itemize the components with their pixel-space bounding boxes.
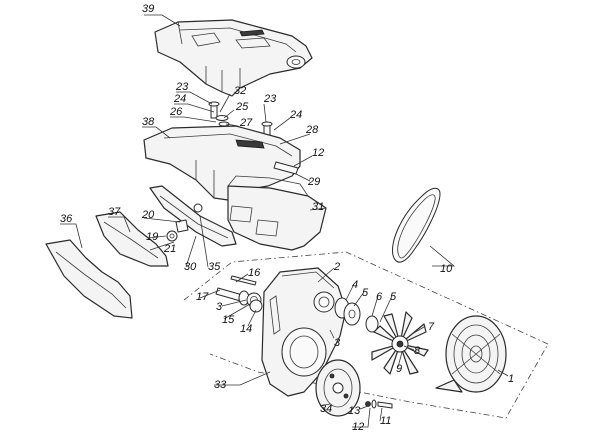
callout-2: 2 [333, 261, 340, 273]
callout-11: 11 [380, 415, 391, 427]
callout-4: 4 [352, 279, 358, 291]
callout-23a: 23 [175, 81, 189, 93]
callout-14: 14 [240, 323, 252, 335]
callout-16: 16 [248, 267, 261, 279]
callout-10: 10 [440, 263, 453, 275]
callout-28: 28 [305, 124, 319, 136]
callout-37: 37 [108, 206, 121, 218]
callout-25: 25 [235, 101, 249, 113]
side-panel-37-part [95, 211, 169, 267]
callout-7: 7 [428, 321, 435, 333]
gear-case-part [261, 267, 347, 397]
callout-27: 27 [239, 117, 253, 129]
callout-21: 21 [163, 243, 176, 255]
callout-30: 30 [184, 261, 197, 273]
fan-impeller-part [371, 311, 429, 375]
callout-labels: 39 23 24 32 25 26 27 23 24 38 28 12 29 3… [60, 3, 514, 432]
pulley-washers-part [334, 297, 379, 333]
callout-23b: 23 [263, 93, 277, 105]
callout-13: 13 [348, 405, 361, 417]
brake-drum-part [315, 359, 361, 417]
shaft-assembly-part [215, 275, 263, 313]
callout-3a: 3 [216, 301, 223, 313]
callout-12a: 12 [312, 147, 324, 159]
drive-belt-part [392, 187, 441, 263]
callout-36: 36 [60, 213, 73, 225]
leader-lines [60, 14, 509, 428]
top-cover-part [154, 19, 313, 97]
callout-32: 32 [234, 85, 246, 97]
callout-34: 34 [320, 403, 332, 415]
bolt-part [365, 399, 393, 409]
callout-31: 31 [312, 201, 324, 213]
callout-38: 38 [142, 116, 155, 128]
fan-guard-part [435, 315, 507, 393]
callout-5b: 5 [390, 291, 397, 303]
callout-9: 9 [396, 363, 402, 375]
callout-19: 19 [146, 231, 158, 243]
lower-housing-part [143, 125, 327, 251]
callout-15: 15 [222, 314, 235, 326]
callout-3b: 3 [334, 337, 341, 349]
bracket-19-21-part [166, 203, 203, 242]
callout-35: 35 [208, 261, 221, 273]
callout-26: 26 [169, 106, 183, 118]
callout-33: 33 [214, 379, 227, 391]
side-panel-36-part [45, 239, 133, 319]
side-panel-35-part [149, 185, 237, 247]
callout-20: 20 [141, 209, 155, 221]
callout-6: 6 [376, 291, 383, 303]
callout-29: 29 [307, 176, 320, 188]
callout-17: 17 [196, 291, 209, 303]
callout-8: 8 [414, 345, 421, 357]
callout-39: 39 [142, 3, 154, 15]
callout-24b: 24 [289, 109, 302, 121]
callout-1: 1 [508, 373, 514, 385]
callout-5a: 5 [362, 287, 369, 299]
callout-12b: 12 [352, 421, 364, 432]
callout-24a: 24 [173, 93, 186, 105]
